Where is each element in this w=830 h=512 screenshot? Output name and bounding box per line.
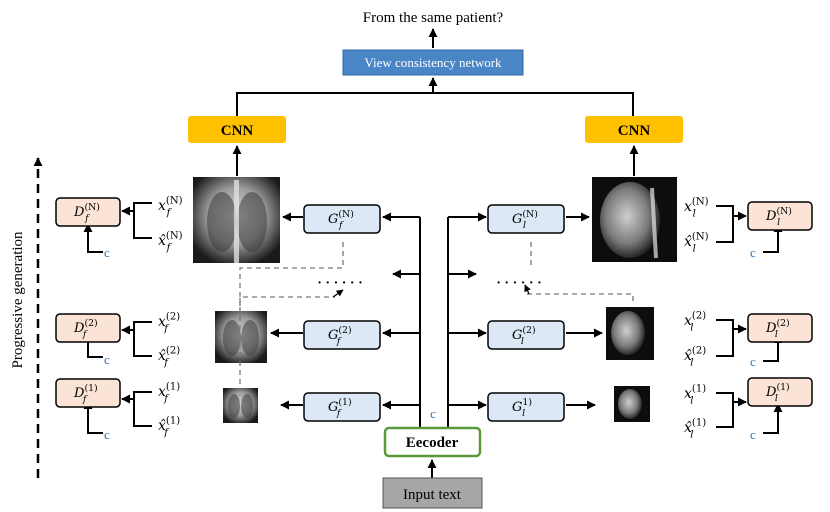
dots-left: · · · · · · <box>317 276 363 291</box>
discriminator-frontal-1: D(1)f <box>55 378 121 408</box>
discriminator-lateral-2: D(2)l <box>747 313 813 343</box>
discriminator-lateral-1: D(1)l <box>747 377 813 407</box>
generator-lateral-n: G(N)l <box>487 204 565 234</box>
view-consistency-label: View consistency network <box>364 55 502 70</box>
input-text-box <box>382 477 483 509</box>
discriminator-frontal-2-label: D(2)f <box>73 318 98 340</box>
c-label-disc-lateral-2: c <box>750 354 756 369</box>
generator-lateral-2: G(2)l <box>487 320 565 350</box>
discriminator-frontal-2: D(2)f <box>55 313 121 343</box>
generator-frontal-2-label: G(2)f <box>328 325 352 347</box>
xray-frontal-large <box>193 177 280 263</box>
generator-frontal-1: G(1)f <box>303 392 381 422</box>
dashed-connections <box>239 240 634 384</box>
discriminator-lateral-n: D(N)l <box>747 201 813 231</box>
generator-lateral-1: G1)l <box>487 392 565 422</box>
cnn-box-frontal <box>188 116 286 143</box>
xray-lateral-small <box>614 386 650 422</box>
input-text-label: Input text <box>403 487 462 503</box>
discriminator-frontal-n: D(N)f <box>55 197 121 227</box>
xray-frontal-medium <box>215 311 267 363</box>
c-label-encoder: c <box>430 406 436 421</box>
symbol-xhat-frontal-n: x̂(N)f <box>158 230 183 254</box>
xray-lateral-large <box>592 177 677 262</box>
cnn-label-frontal: CNN <box>221 123 254 139</box>
view-consistency-box <box>342 49 524 76</box>
c-label-disc-frontal-2: c <box>104 352 110 367</box>
cnn-merge-lines <box>236 92 634 116</box>
generator-frontal-2: G(2)f <box>303 320 381 350</box>
dynamic-layer: G(N)fG(2)fG(1)fG(N)lG(2)lG1)lD(N)fD(2)fD… <box>55 195 813 442</box>
generator-lateral-2-label: G(2)l <box>512 325 536 347</box>
progressive-label: Progressive generation <box>10 231 26 369</box>
cnn-box-lateral <box>585 116 683 143</box>
dashed-arrowhead-right <box>524 284 531 295</box>
c-label-disc-frontal-1: c <box>104 427 110 442</box>
symbol-x-frontal-2: x(2)f <box>158 311 180 335</box>
dots-right: · · · · · · <box>496 276 542 291</box>
dashed-arrowhead-left <box>332 289 344 298</box>
symbol-xhat-frontal-1: x̂(1)f <box>158 415 180 439</box>
encoder-label: Eecoder <box>406 435 459 451</box>
symbol-x-frontal-1: x(1)f <box>158 381 180 405</box>
encoder-box <box>383 426 482 458</box>
generator-lateral-1-label: G1)l <box>512 397 532 419</box>
branch-to-gf-1 <box>382 400 421 427</box>
symbol-xhat-lateral-n: x̂(N)l <box>684 231 709 255</box>
branch-to-gl-1 <box>447 400 487 427</box>
symbol-x-frontal-n: x(N)f <box>158 195 183 219</box>
discriminator-lateral-2-label: D(2)l <box>765 318 790 340</box>
c-label-disc-lateral-1: c <box>750 427 756 442</box>
c-label-disc-frontal-n: c <box>104 245 110 260</box>
symbol-x-lateral-1: x(1)l <box>684 383 706 407</box>
symbol-xhat-lateral-2: x̂(2)l <box>684 345 706 369</box>
symbol-xhat-lateral-1: x̂(1)l <box>684 417 706 441</box>
discriminator-lateral-n-label: D(N)l <box>765 206 792 228</box>
symbol-x-lateral-n: x(N)l <box>684 196 709 220</box>
discriminator-lateral-1-label: D(1)l <box>765 382 790 404</box>
generator-frontal-n: G(N)f <box>303 204 381 234</box>
cnn-label-lateral: CNN <box>618 123 651 139</box>
generator-lateral-n-label: G(N)l <box>512 209 538 231</box>
title-text: From the same patient? <box>363 10 504 26</box>
c-label-disc-lateral-n: c <box>750 245 756 260</box>
discriminator-frontal-1-label: D(1)f <box>73 383 98 405</box>
xray-lateral-medium <box>606 307 654 360</box>
discriminator-frontal-n-label: D(N)f <box>73 202 100 224</box>
generator-frontal-n-label: G(N)f <box>328 209 354 231</box>
symbol-xhat-frontal-2: x̂(2)f <box>158 345 180 369</box>
symbol-x-lateral-2: x(2)l <box>684 310 706 334</box>
xray-frontal-small <box>223 388 258 423</box>
generator-frontal-1-label: G(1)f <box>328 397 352 419</box>
